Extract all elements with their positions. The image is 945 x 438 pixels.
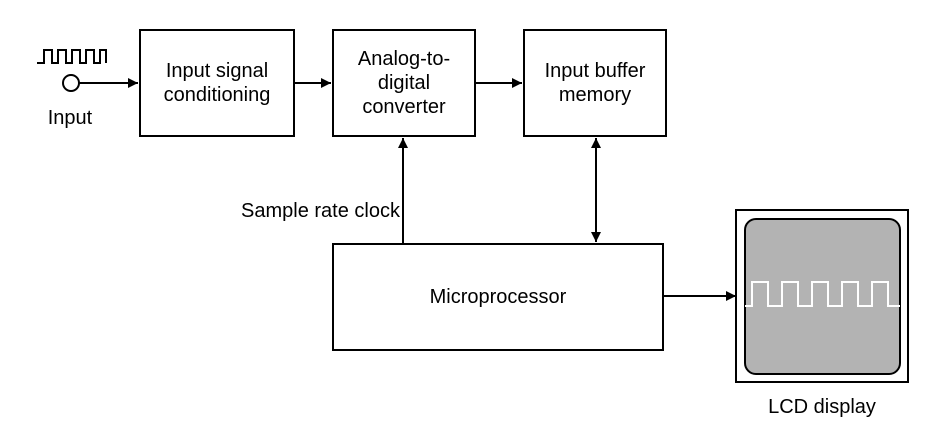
input-signal-conditioning-block bbox=[139, 29, 295, 137]
input-buffer-memory-block bbox=[523, 29, 667, 137]
input-terminal bbox=[62, 74, 80, 92]
microprocessor-block bbox=[332, 243, 664, 351]
input-square-wave-icon bbox=[37, 49, 107, 64]
adc-label-line-2: digital bbox=[377, 72, 431, 94]
lcd-screen bbox=[744, 218, 901, 375]
adc-label-line-3: converter bbox=[362, 96, 446, 118]
conditioning-label-line-1: Input signal bbox=[165, 60, 269, 82]
input-label: Input bbox=[47, 107, 93, 129]
buffer-label-line-2: memory bbox=[558, 84, 632, 106]
conditioning-label-line-2: conditioning bbox=[163, 84, 271, 106]
adc-label-line-1: Analog-to- bbox=[357, 48, 451, 70]
microprocessor-label: Microprocessor bbox=[429, 286, 567, 308]
sample-rate-clock-label: Sample rate clock bbox=[241, 200, 400, 222]
lcd-waveform-trace bbox=[745, 281, 900, 307]
buffer-block-label: Input buffer memory bbox=[525, 31, 665, 135]
adc-block bbox=[332, 29, 476, 137]
lcd-display-label: LCD display bbox=[768, 396, 876, 418]
adc-block-label: Analog-to- digital converter bbox=[334, 31, 474, 135]
conditioning-block-label: Input signal conditioning bbox=[141, 31, 293, 135]
buffer-label-line-1: Input buffer bbox=[544, 60, 646, 82]
